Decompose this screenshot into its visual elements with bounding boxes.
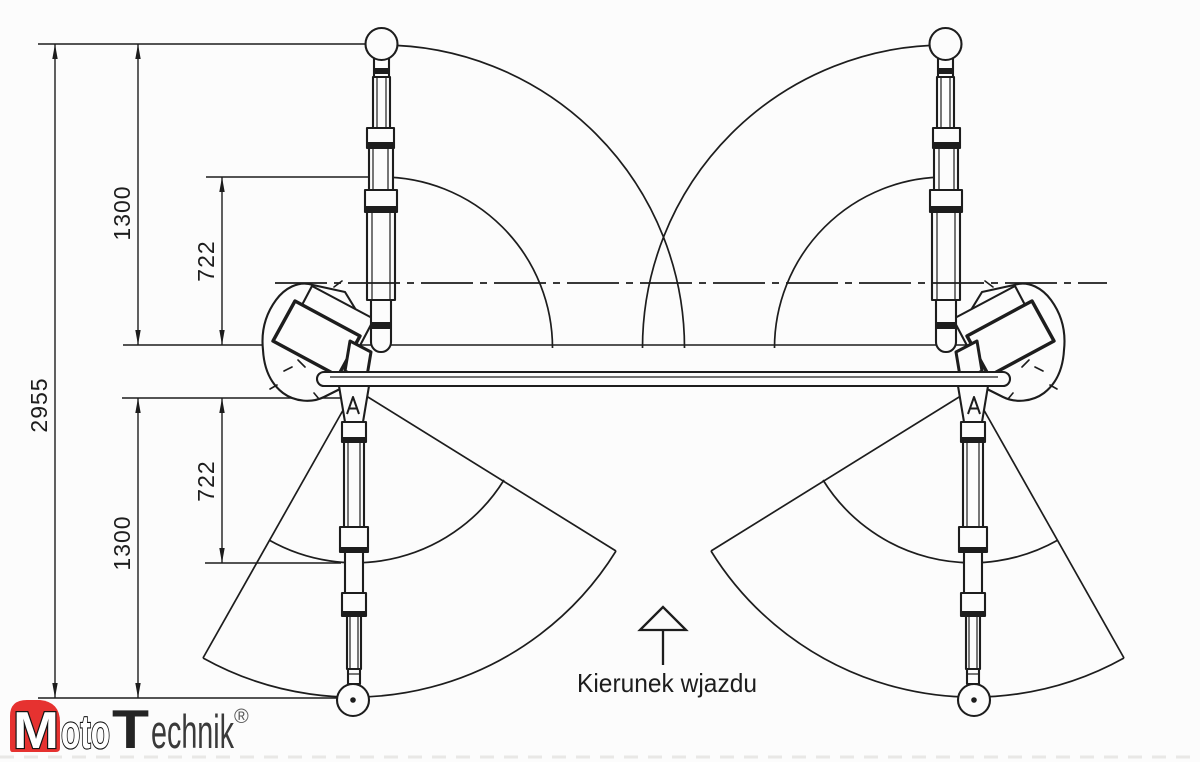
dim-label-overall: 2955 xyxy=(26,377,52,432)
dim-label-top-1300: 1300 xyxy=(109,185,135,240)
logo-registered-icon: ® xyxy=(234,706,249,728)
entry-direction: Kierunek wjazdu xyxy=(577,605,757,698)
logo-text-oto: oto xyxy=(61,705,110,758)
dim-label-top-722: 722 xyxy=(193,240,219,281)
logo-text-echnik: echnik xyxy=(151,705,234,758)
entry-direction-label: Kierunek wjazdu xyxy=(577,668,757,698)
logo-text-t: T xyxy=(112,698,149,760)
logo-red-shape xyxy=(10,700,60,752)
logo-text-m: M xyxy=(13,702,59,760)
floor-crossbeam xyxy=(315,370,1012,388)
dim-label-bottom-722: 722 xyxy=(193,460,219,501)
dim-label-bottom-1300: 1300 xyxy=(109,515,135,570)
mototechnik-logo: M oto T echnik ® xyxy=(10,698,249,761)
dimensions: 2955 1300 722 722 1300 xyxy=(26,44,225,698)
entry-arrow-icon xyxy=(637,605,689,665)
